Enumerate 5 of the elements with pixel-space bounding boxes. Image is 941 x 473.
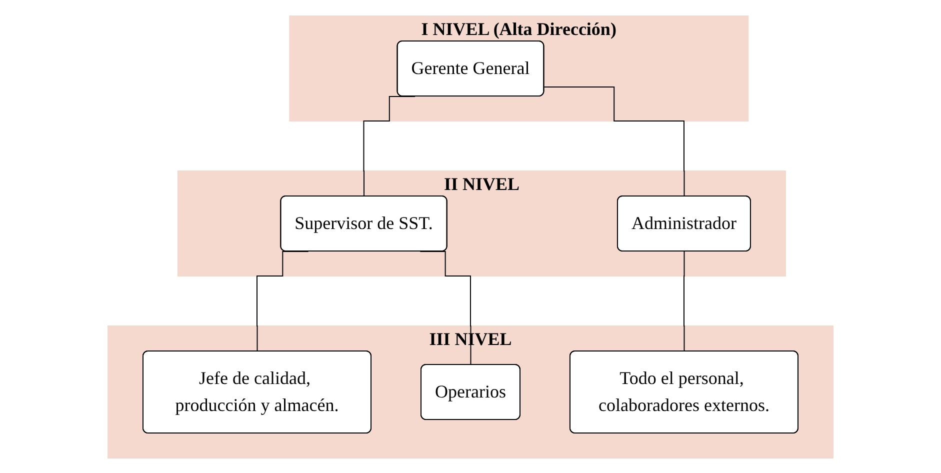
connector [683,250,685,352]
connector [363,96,416,196]
connector [420,250,472,365]
connector [544,86,685,196]
connector [256,250,309,352]
